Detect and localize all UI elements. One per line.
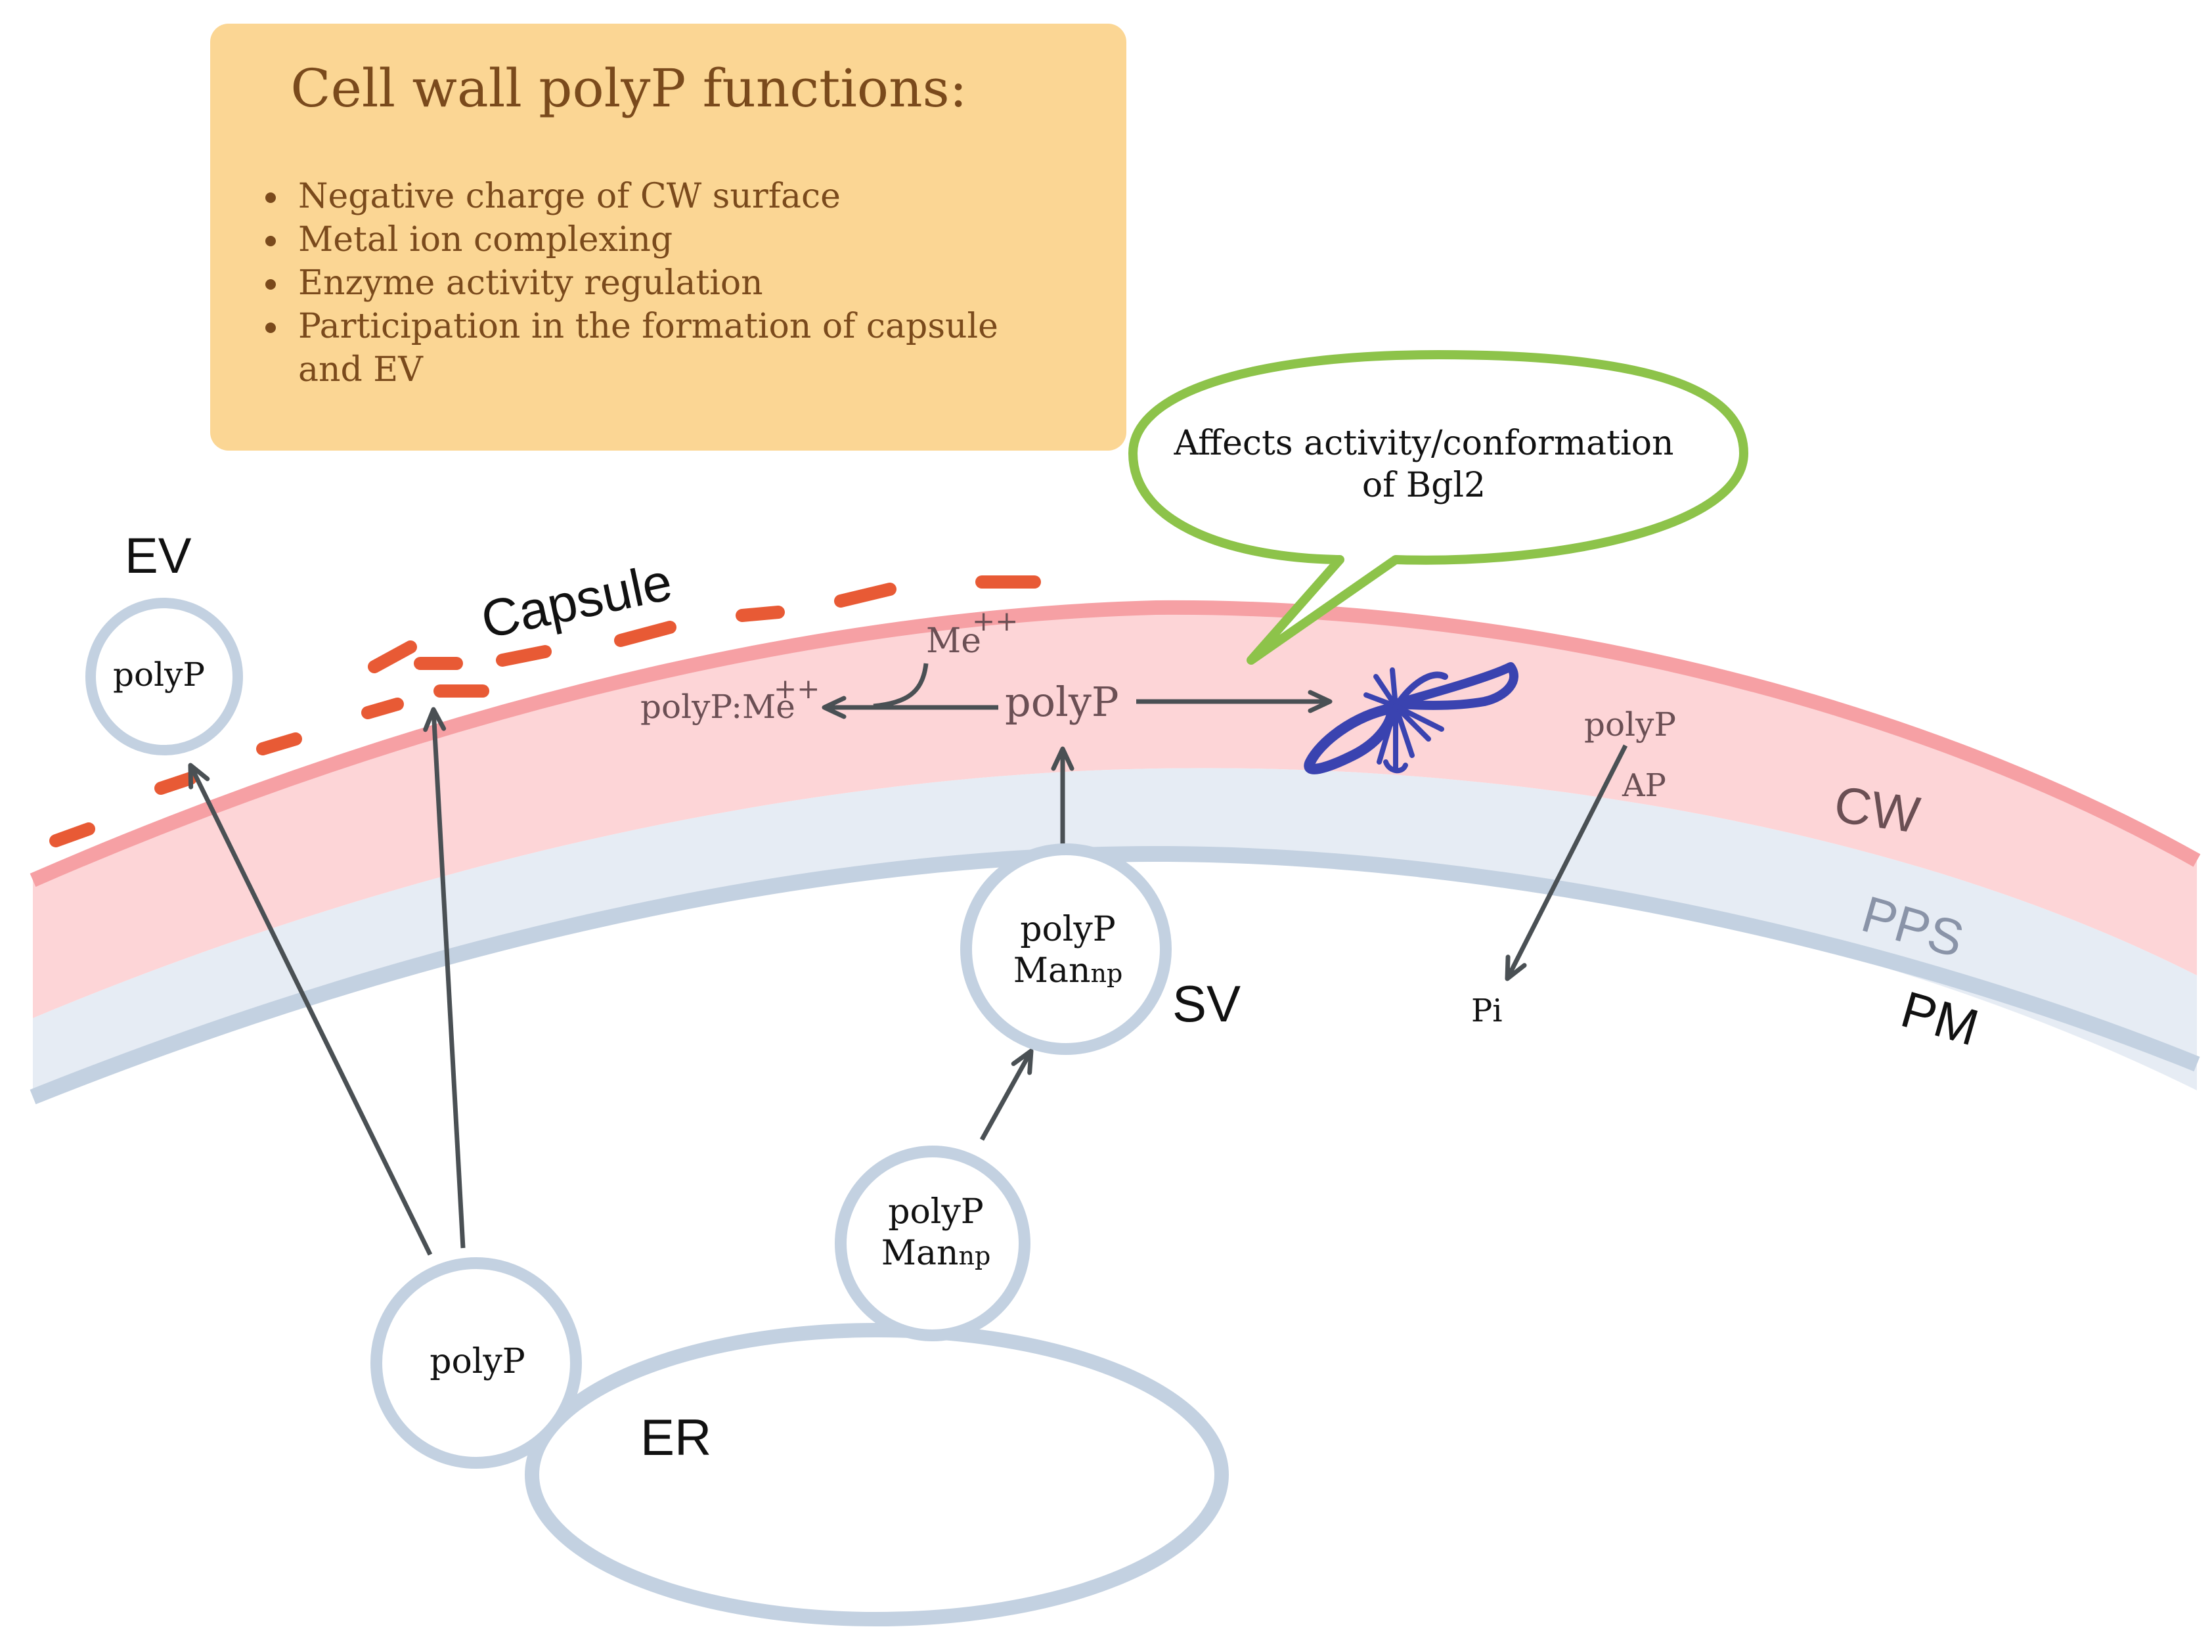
sv-man: Man	[1013, 951, 1091, 991]
arrows	[188, 663, 1628, 1256]
sv-content-line2: Mannp	[1013, 951, 1123, 991]
functions-item: Enzyme activity regulation	[290, 261, 1013, 305]
er-bud-vesicle	[835, 1146, 1030, 1341]
bud-man: Man	[881, 1234, 959, 1273]
me-charge: ++	[972, 605, 1018, 637]
extracellular-vesicle	[85, 598, 243, 755]
functions-item: Negative charge of CW surface	[290, 175, 1013, 218]
ev-content: polyP	[113, 656, 205, 694]
bud-subscript: np	[958, 1241, 990, 1270]
periplasmic-space-band	[33, 768, 2197, 1097]
arrow-er-vesicle-to-ev	[188, 763, 433, 1256]
ap-label: AP	[1622, 767, 1666, 804]
secretory-vesicle	[960, 843, 1172, 1055]
functions-title: Cell wall polyP functions:	[290, 58, 967, 119]
bud-content-line2: Mannp	[881, 1234, 991, 1273]
label-ev: EV	[125, 528, 192, 584]
cell-wall-band	[33, 607, 2197, 1018]
arrow-bud-to-sv	[979, 1048, 1034, 1141]
sv-content-line1: polyP	[1020, 910, 1116, 949]
er-vesicle-content: polyP	[430, 1342, 525, 1381]
functions-item: Participation in the formation of capsul…	[290, 305, 1013, 391]
cw-polyp-label: polyP	[1005, 678, 1119, 726]
label-er: ER	[640, 1408, 711, 1466]
label-sv: SV	[1172, 975, 1241, 1033]
arrow-me-curve	[873, 663, 929, 709]
complex-charge: ++	[774, 673, 820, 705]
complex-label: polyP:Me	[640, 688, 795, 726]
label-cw: CW	[1831, 775, 1924, 844]
er-vesicle	[370, 1257, 582, 1469]
sv-subscript: np	[1090, 959, 1122, 988]
functions-list: Negative charge of CW surface Metal ion …	[251, 175, 1013, 391]
arrow-er-vesicle-to-capsule	[423, 707, 466, 1249]
functions-item: Metal ion complexing	[290, 218, 1013, 261]
bud-content-line1: polyP	[888, 1192, 984, 1232]
callout-line2: of Bgl2	[1362, 466, 1486, 505]
cw-polyp-right: polyP	[1584, 705, 1676, 744]
me-label: Me	[926, 621, 981, 661]
pi-label: Pi	[1471, 993, 1503, 1029]
cell-wall-outer-edge	[30, 600, 2201, 887]
callout-line1: Affects activity/conformation	[1173, 424, 1673, 463]
plasma-membrane	[30, 845, 2200, 1105]
capsule-dashes	[49, 575, 1041, 847]
functions-box: Cell wall polyP functions: Negative char…	[210, 24, 1126, 451]
callout-bubble	[1128, 350, 1748, 665]
arrow-polyp-to-pi	[1505, 744, 1628, 981]
endoplasmic-reticulum	[525, 1323, 1229, 1626]
bgl2-protein	[1304, 662, 1518, 774]
